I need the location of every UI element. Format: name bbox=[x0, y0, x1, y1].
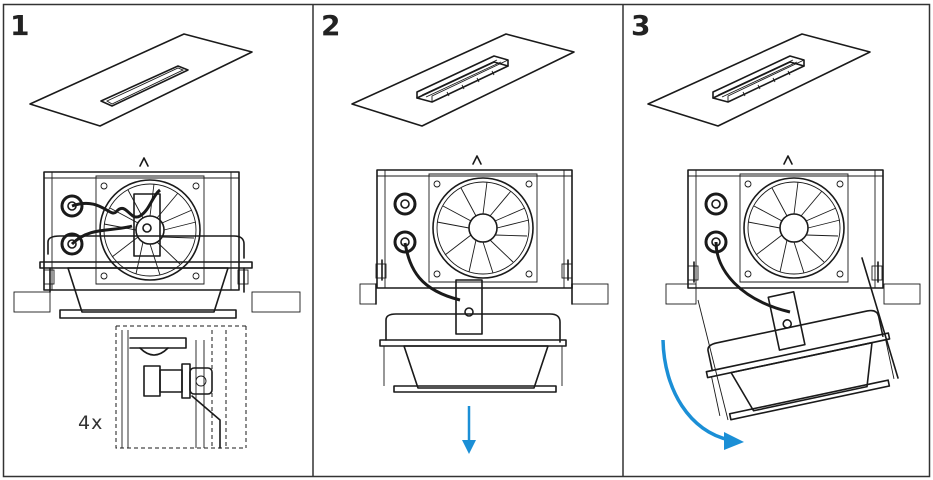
mount-frame bbox=[47, 235, 245, 259]
fan-housing bbox=[688, 156, 883, 288]
panel-1-illustration bbox=[13, 33, 301, 449]
step-number-3: 3 bbox=[631, 9, 651, 42]
step-number-1: 1 bbox=[10, 9, 30, 42]
ceiling-cut-left bbox=[13, 291, 51, 313]
tilted-grille-assembly bbox=[705, 291, 895, 421]
mount-bracket bbox=[455, 279, 483, 335]
fan-housing bbox=[377, 156, 572, 288]
ceiling-cut-right bbox=[251, 291, 301, 313]
grille-body bbox=[403, 345, 549, 389]
screw-detail-inset bbox=[115, 325, 247, 449]
mount-frame bbox=[385, 313, 561, 343]
grille-body bbox=[67, 267, 229, 313]
arrow-down-icon bbox=[462, 406, 476, 454]
power-cable bbox=[71, 188, 162, 219]
fan-housing bbox=[44, 158, 239, 290]
ceiling-panel-raised bbox=[647, 33, 871, 127]
panel-3-illustration bbox=[647, 33, 921, 450]
step-number-2: 2 bbox=[321, 9, 341, 42]
panel-2-illustration bbox=[351, 33, 609, 454]
power-cable bbox=[403, 242, 461, 302]
screw-count-label: 4x bbox=[78, 412, 104, 434]
ceiling-panel-flat bbox=[29, 33, 253, 127]
mount-bracket bbox=[133, 193, 161, 257]
outer-frame bbox=[2, 3, 931, 478]
power-cable bbox=[714, 241, 791, 314]
ceiling-panel-raised bbox=[351, 33, 575, 127]
curved-arrow-icon bbox=[661, 339, 744, 450]
